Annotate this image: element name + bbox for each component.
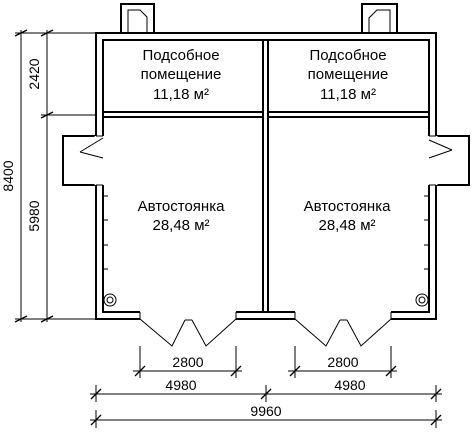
gate-right <box>294 310 392 347</box>
wall-marks <box>103 195 429 270</box>
dimension-label: 2800 <box>327 354 358 370</box>
room-name-line2: помещение <box>141 66 222 83</box>
dimension-label: 9960 <box>250 403 281 419</box>
top-vent-left <box>120 3 155 33</box>
dimension-label: 4980 <box>334 377 365 393</box>
dimension-door-right: 2800 <box>288 346 397 378</box>
dimension-half-left: 4980 <box>90 377 272 402</box>
dimension-label: 5980 <box>26 200 42 231</box>
room-area: 28,48 м² <box>152 217 209 234</box>
drain-right <box>415 293 429 307</box>
room-name: Автостоянка <box>304 198 392 215</box>
dimension-left-lower: 5980 <box>26 112 54 323</box>
room-utility-left: Подсобное помещение 11,18 м² <box>141 47 222 103</box>
room-utility-right: Подсобное помещение 11,18 м² <box>308 47 389 103</box>
interior-walls <box>103 40 429 312</box>
top-vent-right <box>361 3 398 33</box>
room-parking-left: Автостоянка 28,48 м² <box>138 198 226 234</box>
dimension-label: 2800 <box>172 354 203 370</box>
room-area: 28,48 м² <box>318 217 375 234</box>
dimension-label: 4980 <box>165 377 196 393</box>
room-area: 11,18 м² <box>153 86 209 103</box>
gate-left <box>139 310 237 347</box>
dimension-label: 8400 <box>0 160 16 191</box>
room-area: 11,18 м² <box>320 86 376 103</box>
dimension-label: 2420 <box>26 58 42 89</box>
room-name: Автостоянка <box>138 198 226 215</box>
dimension-left-total: 8400 <box>0 29 96 323</box>
side-door-right <box>427 135 470 186</box>
dimension-left-upper: 2420 <box>26 29 96 119</box>
room-parking-right: Автостоянка 28,48 м² <box>304 198 392 234</box>
dimension-half-right: 4980 <box>260 377 442 402</box>
room-name: Подсобное <box>142 47 219 64</box>
drain-left <box>103 293 117 307</box>
room-name-line2: помещение <box>308 66 389 83</box>
side-door-left <box>62 135 105 186</box>
room-name: Подсобное <box>309 47 386 64</box>
dimension-door-left: 2800 <box>133 346 242 378</box>
dimension-total-width: 9960 <box>90 403 442 428</box>
